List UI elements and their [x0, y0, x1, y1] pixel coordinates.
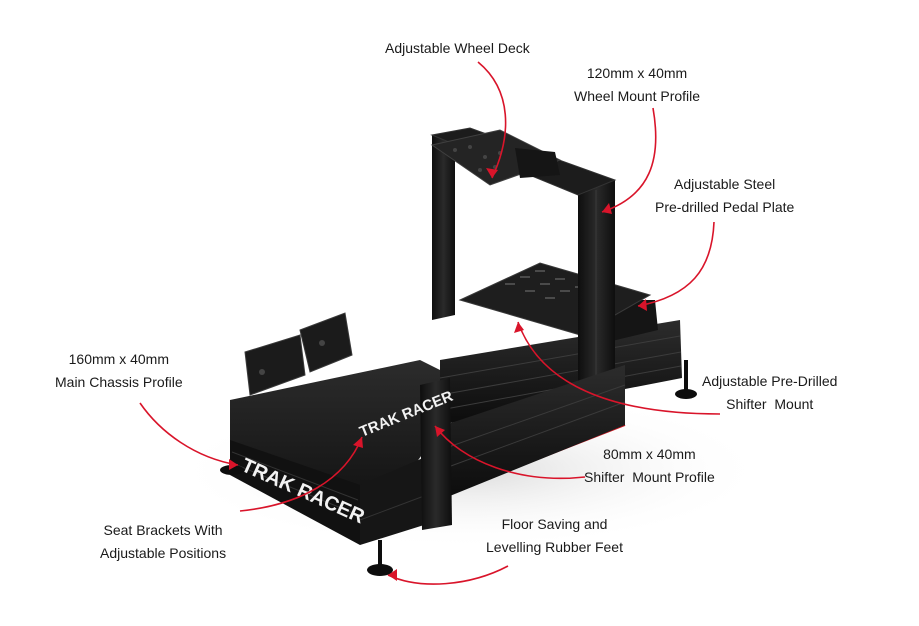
arrow-main-chassis	[139, 402, 239, 466]
wheel-deck-bracket	[515, 148, 560, 178]
shifter-base-rail	[430, 365, 625, 500]
seat-bracket-left	[244, 334, 306, 396]
arrow-rubber-feet	[387, 565, 509, 585]
callout-wheel-deck: Adjustable Wheel Deck	[385, 37, 530, 60]
callout-pedal-plate-line-2: Pre-drilled Pedal Plate	[655, 199, 795, 215]
callout-main-chassis-profile-line-2: Main Chassis Profile	[55, 374, 183, 390]
callout-pedal-plate-line-1: Adjustable Steel	[674, 176, 776, 192]
callout-shifter-mount-profile-line-2: Shifter Mount Profile	[584, 469, 715, 485]
rubber-feet	[220, 360, 697, 576]
callout-seat-brackets-line-2: Adjustable Positions	[100, 545, 227, 561]
callout-seat-brackets: Seat Brackets With Adjustable Positions	[100, 519, 226, 565]
callout-shifter-mount-line-1: Adjustable Pre-Drilled	[702, 373, 838, 389]
rear-cross-rail	[360, 455, 440, 545]
callout-main-chassis-profile: 160mm x 40mm Main Chassis Profile	[55, 348, 183, 394]
callout-arrows	[139, 61, 721, 585]
callout-wheel-deck-line-1: Adjustable Wheel Deck	[385, 40, 530, 56]
callout-pedal-plate: Adjustable Steel Pre-drilled Pedal Plate	[655, 173, 794, 219]
callout-rubber-feet: Floor Saving and Levelling Rubber Feet	[486, 513, 623, 559]
front-cross-rail	[230, 440, 360, 545]
callout-rubber-feet-line-2: Levelling Rubber Feet	[486, 539, 623, 555]
arrow-shifter-mount	[517, 321, 721, 415]
callout-main-chassis-profile-line-1: 160mm x 40mm	[68, 351, 169, 367]
arrow-shifter-profile	[434, 425, 586, 480]
callout-shifter-mount-line-2: Shifter Mount	[726, 396, 814, 412]
callout-rubber-feet-line-1: Floor Saving and	[501, 516, 608, 532]
arrow-pedal-plate	[637, 221, 715, 307]
callout-wheel-mount-profile: 120mm x 40mm Wheel Mount Profile	[574, 62, 700, 108]
callout-wheel-mount-profile-line-1: 120mm x 40mm	[586, 65, 688, 81]
shifter-upright	[420, 378, 452, 530]
callout-wheel-mount-profile-line-2: Wheel Mount Profile	[574, 88, 701, 104]
arrow-wheel-deck	[477, 61, 507, 179]
callout-shifter-mount: Adjustable Pre-Drilled Shifter Mount	[702, 370, 837, 416]
arrow-wheel-mount-profile	[601, 107, 657, 213]
callout-shifter-mount-profile: 80mm x 40mm Shifter Mount Profile	[584, 443, 715, 489]
callout-shifter-mount-profile-line-1: 80mm x 40mm	[603, 446, 696, 462]
arrow-heads	[229, 168, 647, 581]
left-wheel-upright	[432, 135, 455, 320]
seat-bracket-right	[299, 312, 353, 373]
arrow-seat-brackets	[239, 436, 363, 512]
callout-seat-brackets-line-1: Seat Brackets With	[103, 522, 223, 538]
